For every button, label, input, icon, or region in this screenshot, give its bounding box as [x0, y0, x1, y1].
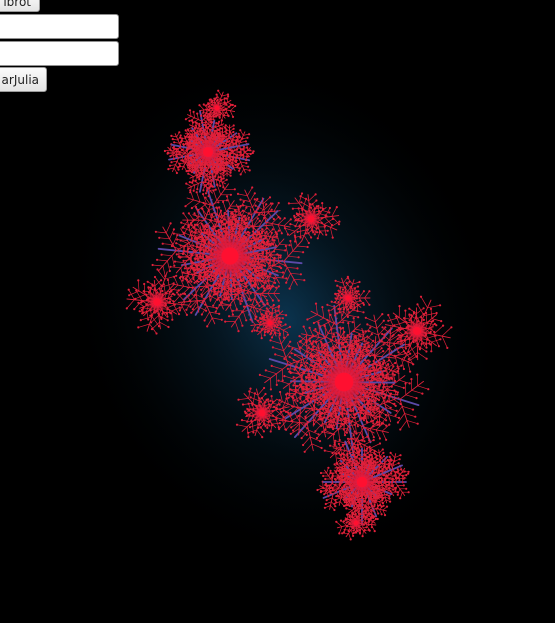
parameter-input-2[interactable]	[0, 41, 119, 66]
draw-julia-button[interactable]: arJulia	[0, 67, 47, 92]
mandelbrot-button[interactable]: ibrot	[0, 0, 40, 12]
parameter-input-1[interactable]	[0, 14, 119, 39]
fractal-branches	[125, 89, 453, 541]
